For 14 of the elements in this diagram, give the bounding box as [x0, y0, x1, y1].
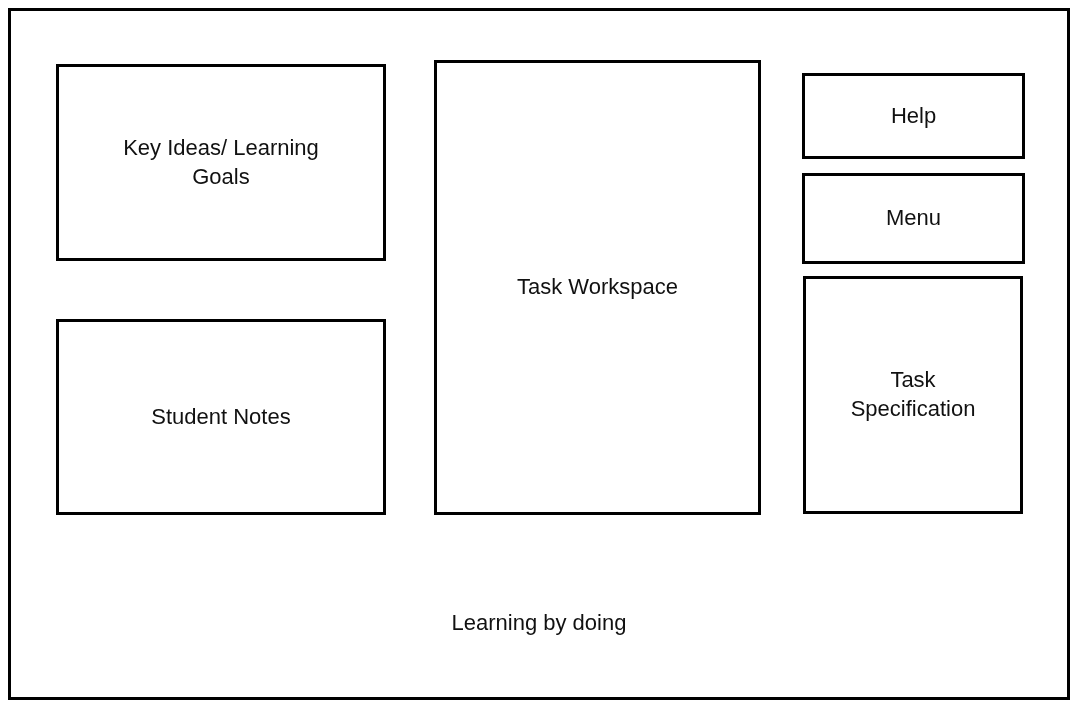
content-panel: [803, 276, 1023, 514]
content-panel: [56, 319, 386, 515]
help-panel: [802, 73, 1025, 159]
panel-label: Help: [890, 101, 937, 130]
caption-text: Learning by doing: [450, 609, 628, 637]
page-frame: [8, 8, 1070, 700]
panel-label: Task Workspace: [517, 273, 678, 302]
panel-label: Student Notes: [151, 402, 291, 431]
content-panel: [56, 64, 386, 261]
panel-label: Key Ideas/ Learning Goals: [122, 133, 320, 191]
panel-label: Menu: [885, 204, 941, 233]
menu-panel: [802, 173, 1025, 264]
panel-label: Task Specification: [849, 366, 977, 423]
workspace-panel: [434, 60, 761, 515]
